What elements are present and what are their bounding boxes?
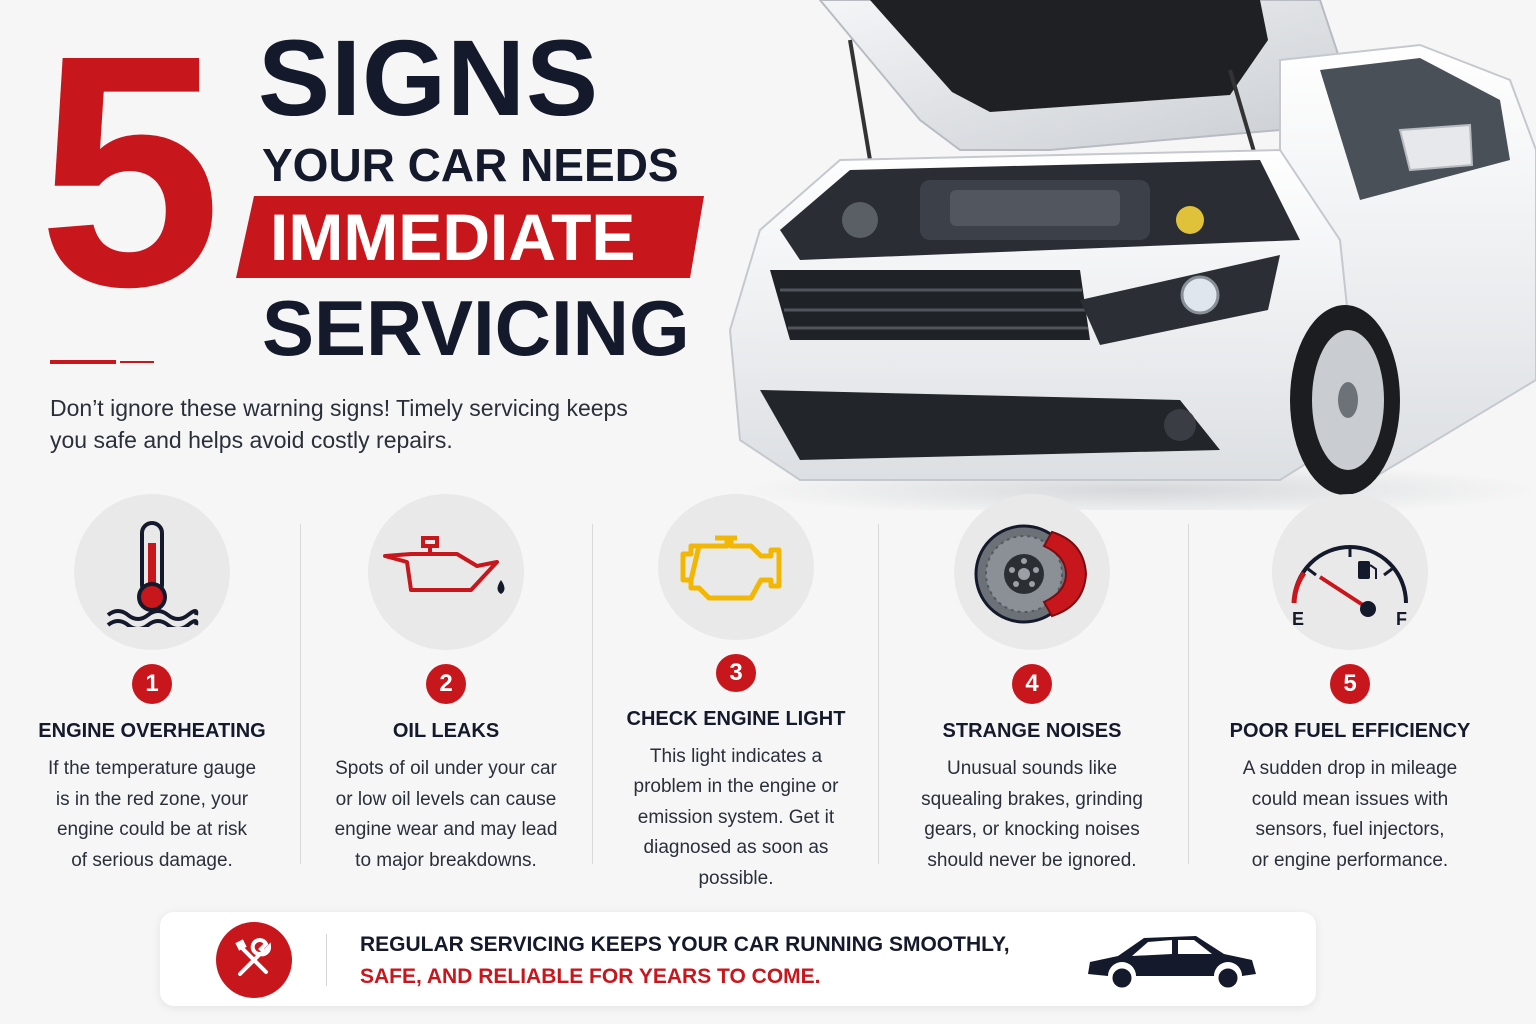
desc-line: squealing brakes, grinding: [921, 788, 1143, 810]
signs-row: 1 ENGINE OVERHEATING If the temperature …: [0, 494, 1536, 904]
desc-line: This light indicates a: [649, 745, 823, 767]
sign-card-engine-overheating: 1 ENGINE OVERHEATING If the temperature …: [30, 494, 274, 894]
big-number-five: 5: [38, 0, 222, 355]
oil-can-icon: [368, 494, 524, 650]
desc-line: A sudden drop in mileage: [1242, 758, 1458, 779]
desc-line: Unusual sounds like: [946, 758, 1118, 779]
sign-description: Unusual sounds like squealing brakes, gr…: [921, 754, 1143, 876]
desc-line: could mean issues with: [1251, 788, 1449, 810]
banner-divider: [326, 934, 327, 986]
subtitle: Don’t ignore these warning signs! Timely…: [50, 395, 628, 453]
desc-line: or low oil levels can cause: [335, 788, 557, 810]
sign-title: ENGINE OVERHEATING: [38, 720, 266, 742]
sign-card-check-engine-light: 3 CHECK ENGINE LIGHT This light indicate…: [612, 494, 860, 894]
gauge-empty-label: E: [1292, 609, 1304, 627]
check-engine-icon: [658, 494, 814, 641]
title-immediate-banner: IMMEDIATE: [236, 196, 704, 278]
banner-text-line1: REGULAR SERVICING KEEPS YOUR CAR RUNNING…: [360, 933, 1010, 956]
desc-line: gears, or knocking noises: [924, 819, 1140, 840]
desc-line: should never be ignored.: [927, 849, 1137, 871]
hero-car-open-hood-image: [728, 0, 1536, 510]
column-divider: [300, 524, 301, 864]
sign-card-poor-fuel-efficiency: E F 5 POOR FUEL EFFICIENCY A sudden drop…: [1210, 494, 1490, 894]
sign-title: OIL LEAKS: [392, 720, 500, 742]
sign-title: POOR FUEL EFFICIENCY: [1229, 720, 1471, 742]
desc-line: to major breakdowns.: [355, 849, 537, 871]
title-servicing: SERVICING: [262, 284, 690, 372]
title-your-car-needs: YOUR CAR NEEDS: [262, 139, 679, 191]
desc-line: or engine performance.: [1251, 849, 1449, 871]
sign-description: A sudden drop in mileage could mean issu…: [1243, 754, 1457, 876]
sign-title: CHECK ENGINE LIGHT: [626, 707, 846, 730]
banner-text-line2: SAFE, AND RELIABLE FOR YEARS TO COME.: [360, 965, 821, 988]
column-divider: [1188, 524, 1189, 864]
desc-line: emission system. Get it: [637, 806, 835, 828]
sign-number-badge: 4: [1012, 664, 1052, 704]
sign-number-badge: 3: [716, 654, 756, 692]
sign-number-badge: 5: [1330, 664, 1370, 704]
sign-card-oil-leaks: 2 OIL LEAKS Spots of oil under your car …: [322, 494, 570, 894]
sedan-silhouette-icon: [1088, 936, 1256, 991]
fuel-gauge-icon: E F: [1272, 494, 1428, 650]
sign-description: If the temperature gauge is in the red z…: [48, 754, 256, 876]
desc-line: problem in the engine or: [633, 776, 839, 797]
sign-card-strange-noises: 4 STRANGE NOISES Unusual sounds like squ…: [904, 494, 1160, 894]
desc-line: is in the red zone, your: [55, 788, 249, 810]
brake-disc-icon: [954, 494, 1110, 650]
sign-number-badge: 1: [132, 664, 172, 704]
sign-number-badge: 2: [426, 664, 466, 704]
thermometer-icon: [74, 494, 230, 650]
wrench-screwdriver-icon: [216, 922, 292, 998]
desc-line: If the temperature gauge: [47, 758, 257, 779]
sign-description: This light indicates a problem in the en…: [634, 742, 839, 895]
desc-line: sensors, fuel injectors,: [1255, 819, 1445, 840]
column-divider: [592, 524, 593, 864]
column-divider: [878, 524, 879, 864]
sign-title: STRANGE NOISES: [942, 720, 1122, 742]
desc-line: engine could be at risk: [56, 819, 248, 840]
desc-line: Spots of oil under your car: [335, 758, 557, 779]
sign-description: Spots of oil under your car or low oil l…: [335, 754, 558, 876]
bottom-banner: REGULAR SERVICING KEEPS YOUR CAR RUNNING…: [160, 912, 1316, 1006]
desc-line: engine wear and may lead: [334, 819, 558, 840]
desc-line: of serious damage.: [71, 849, 233, 871]
decorative-underline: [50, 360, 154, 364]
desc-line: possible.: [698, 867, 774, 889]
gauge-full-label: F: [1396, 609, 1407, 627]
desc-line: diagnosed as soon as: [643, 837, 829, 858]
title-immediate: IMMEDIATE: [270, 200, 636, 274]
title-signs: SIGNS: [258, 17, 600, 138]
